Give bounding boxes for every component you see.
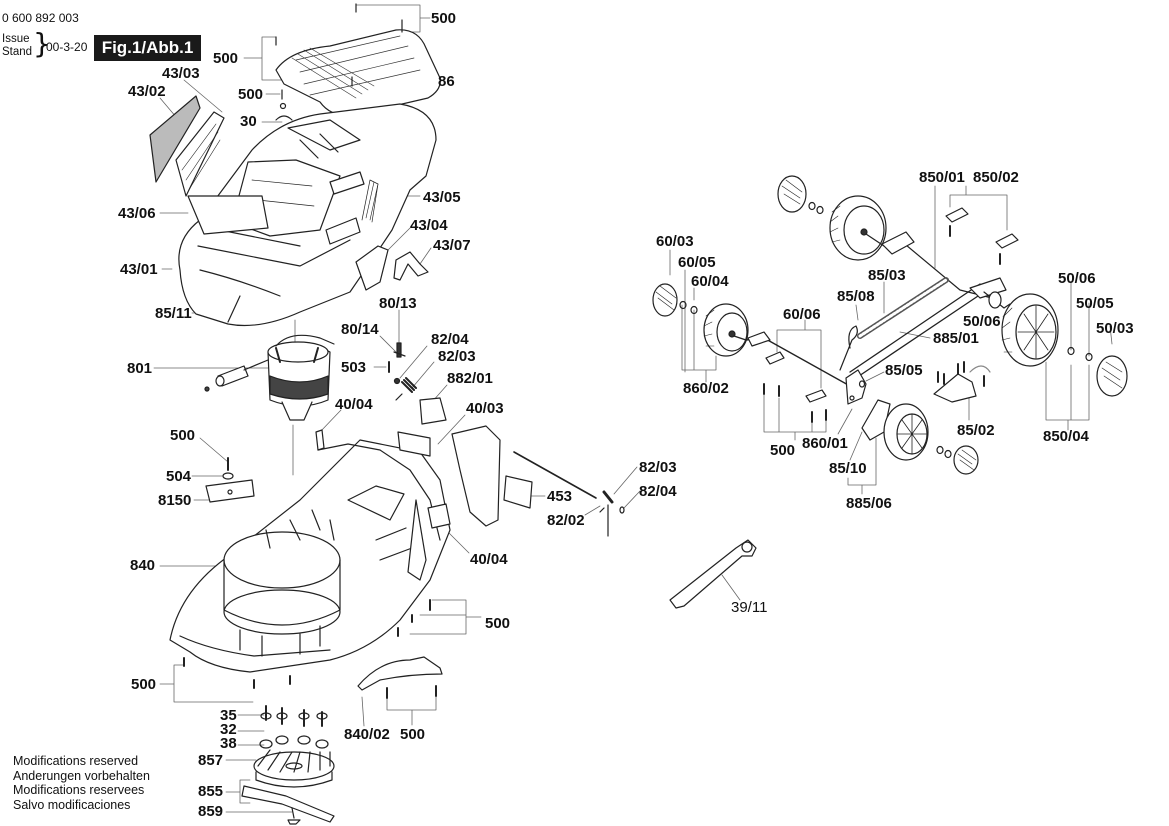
label-500-axle: 500 <box>770 442 796 459</box>
label-50-06-b: 50/06 <box>963 313 1001 330</box>
issue-date: 00-3-20 <box>46 40 88 54</box>
issue-label-de: Stand <box>2 46 33 58</box>
label-500-blade: 500 <box>170 427 196 444</box>
label-8150: 8150 <box>158 492 192 509</box>
label-80-13: 80/13 <box>379 295 417 312</box>
flap-43-04-43-07-drawing <box>355 245 429 291</box>
label-855: 855 <box>198 783 224 800</box>
label-43-05: 43/05 <box>423 189 461 206</box>
label-82-02: 82/02 <box>547 512 585 529</box>
label-500-cover: 500 <box>213 50 239 67</box>
wrench-39-11-drawing <box>669 539 757 609</box>
fan-and-blade-drawing <box>241 705 335 825</box>
figure-label: Fig.1/Abb.1 <box>94 35 201 61</box>
note-de: Anderungen vorbehalten <box>13 768 150 783</box>
label-85-10: 85/10 <box>829 460 867 477</box>
label-35: 35 <box>220 707 237 724</box>
label-885-06: 885/06 <box>846 495 892 512</box>
label-60-05: 60/05 <box>678 254 716 271</box>
issue-label-en: Issue <box>2 33 30 45</box>
label-43-04: 43/04 <box>410 217 448 234</box>
label-60-03: 60/03 <box>656 233 694 250</box>
label-885-01: 885/01 <box>933 330 979 347</box>
label-850-01: 850/01 <box>919 169 965 186</box>
label-82-03-a: 82/03 <box>438 348 476 365</box>
label-40-04-b: 40/04 <box>470 551 508 568</box>
label-860-01: 860/01 <box>802 435 848 452</box>
label-39-11: 39/11 <box>731 599 768 616</box>
wheel-assembly-drawing <box>652 175 1128 475</box>
label-50-05: 50/05 <box>1076 295 1114 312</box>
small-parts-drawing <box>388 342 417 401</box>
label-860-02: 860/02 <box>683 380 729 397</box>
cover-86-drawing <box>275 3 441 121</box>
brace-glyph: } <box>33 27 51 60</box>
label-43-01: 43/01 <box>120 261 158 278</box>
label-882-01: 882/01 <box>447 370 493 387</box>
part-number: 0 600 892 003 <box>2 11 79 25</box>
label-82-04-b: 82/04 <box>639 483 677 500</box>
label-500-vent: 500 <box>238 86 264 103</box>
label-857: 857 <box>198 752 224 769</box>
label-85-08: 85/08 <box>837 288 875 305</box>
label-30: 30 <box>240 113 257 130</box>
blade-plate-8150-drawing <box>205 457 255 503</box>
label-500-guard: 500 <box>400 726 426 743</box>
guard-840-02-drawing <box>357 656 443 699</box>
note-es: Salvo modificaciones <box>13 797 131 812</box>
note-fr: Modifications reservees <box>13 783 145 797</box>
label-40-04-a: 40/04 <box>335 396 373 413</box>
label-500-left: 500 <box>131 676 157 693</box>
note-en: Modifications reserved <box>13 754 139 768</box>
label-859: 859 <box>198 803 224 820</box>
label-500-top: 500 <box>431 10 457 27</box>
issue-label: Issue Stand <box>2 33 32 59</box>
label-43-07: 43/07 <box>433 237 471 254</box>
label-500-right: 500 <box>485 615 511 632</box>
label-850-04: 850/04 <box>1043 428 1089 445</box>
chassis-840-drawing <box>169 429 451 689</box>
label-850-02: 850/02 <box>973 169 1019 186</box>
modifications-notes: Modifications reserved Anderungen vorbeh… <box>13 754 150 812</box>
label-43-03: 43/03 <box>162 65 200 82</box>
label-50-06-a: 50/06 <box>1058 270 1096 287</box>
label-840-02: 840/02 <box>344 726 390 743</box>
label-43-02: 43/02 <box>128 83 166 100</box>
label-85-02: 85/02 <box>957 422 995 439</box>
motor-801-drawing <box>204 334 335 421</box>
label-60-06: 60/06 <box>783 306 821 323</box>
label-60-04: 60/04 <box>691 273 729 290</box>
label-85-03: 85/03 <box>868 267 906 284</box>
label-82-03-b: 82/03 <box>639 459 677 476</box>
filters-43-02-43-03-drawing <box>149 95 225 197</box>
label-40-03: 40/03 <box>466 400 504 417</box>
flap-40-03-drawing <box>397 397 625 537</box>
label-50-03: 50/03 <box>1096 320 1134 337</box>
label-86: 86 <box>438 73 455 90</box>
label-503: 503 <box>341 359 367 376</box>
label-504: 504 <box>166 468 192 485</box>
label-43-06: 43/06 <box>118 205 156 222</box>
housing-43-01-drawing <box>178 103 437 327</box>
label-43-06 <box>187 195 269 235</box>
label-80-14: 80/14 <box>341 321 379 338</box>
label-840: 840 <box>130 557 156 574</box>
label-32: 32 <box>220 721 237 738</box>
label-85-05: 85/05 <box>885 362 923 379</box>
label-38: 38 <box>220 735 237 752</box>
label-453: 453 <box>547 488 573 505</box>
label-82-04-a: 82/04 <box>431 331 469 348</box>
label-85-11: 85/11 <box>155 305 192 322</box>
label-801: 801 <box>127 360 153 377</box>
